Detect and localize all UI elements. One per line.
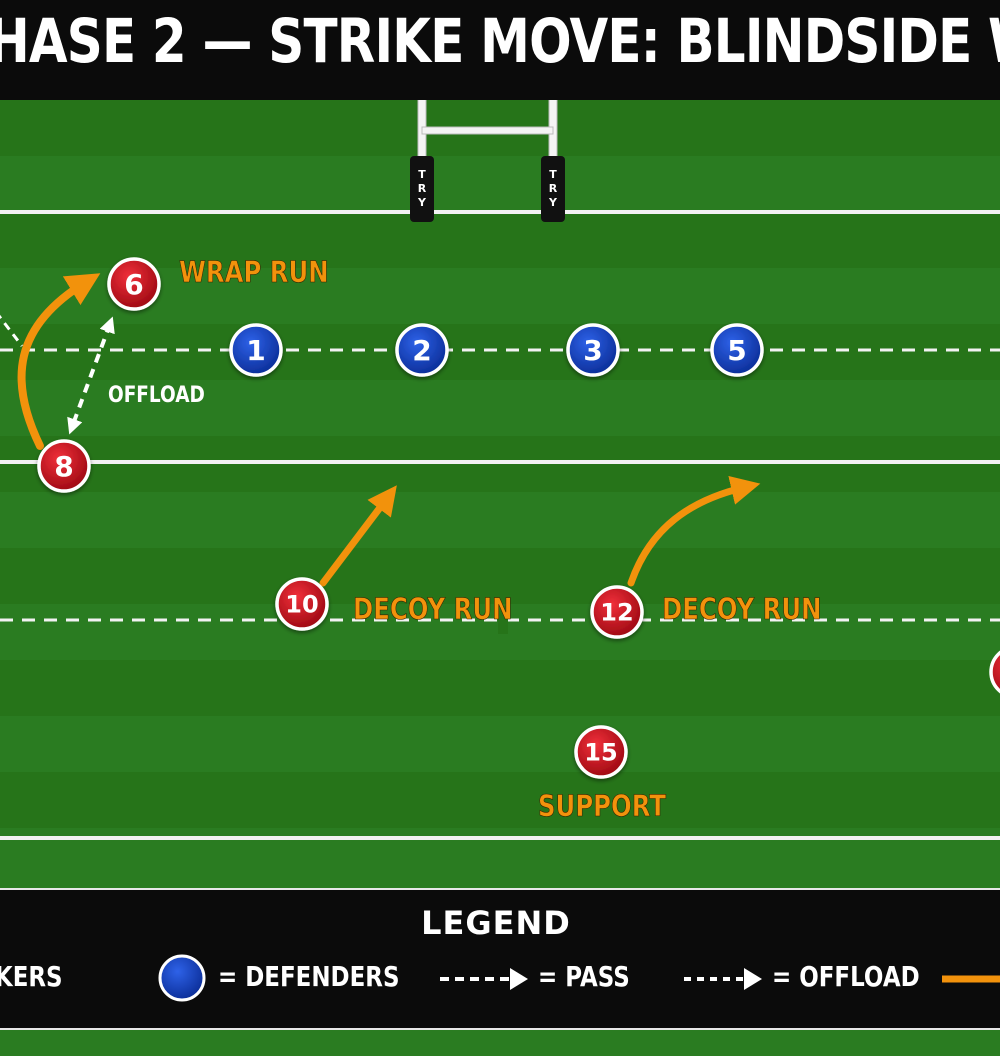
defender-3: 3 [566, 323, 620, 377]
attacker-10: 10 [275, 577, 329, 631]
defender-2-marker [395, 323, 449, 377]
attacker-12: 12 [590, 585, 644, 639]
goal-posts: T R Y T R Y [410, 95, 565, 222]
legend: LEGEND = ATTACKERS = DEFENDERS = PASS = … [0, 888, 1000, 1030]
attacker-8-number: 8 [54, 450, 73, 483]
attacker-8: 8 [37, 439, 91, 493]
defender-1-number: 1 [246, 334, 265, 367]
label-wrap-run: WRAP RUN [179, 256, 329, 290]
post-pad-right [541, 156, 565, 222]
post-pad-text-left: T [418, 168, 426, 181]
attacker-12-number: 12 [600, 599, 633, 627]
legend-offload-label: = OFFLOAD [772, 960, 920, 993]
attacker-6: 6 [107, 257, 161, 311]
defender-3-marker [566, 323, 620, 377]
attacker-15: 15 [574, 725, 628, 779]
legend-offload-swatch [684, 968, 762, 990]
attacker-15-marker [574, 725, 628, 779]
legend-attackers-label: = ATTACKERS [0, 960, 63, 993]
attacker-12-marker [590, 585, 644, 639]
post-pad-text-left-2: R [418, 182, 427, 195]
defender-2: 2 [395, 323, 449, 377]
wrap-run-route [17, 273, 101, 450]
post-pad-text-right: T [549, 168, 557, 181]
attacker-6-marker [107, 257, 161, 311]
decoy-run-route-12 [627, 476, 761, 587]
attacker-15-number: 15 [584, 739, 617, 767]
decoy-run-route-10 [319, 485, 397, 587]
defender-5: 5 [710, 323, 764, 377]
label-decoy-run-10: DECOY RUN [353, 593, 513, 627]
post-pad-text-left-3: Y [417, 196, 427, 209]
legend-defender-swatch [158, 954, 206, 1002]
legend-pass-swatch [440, 968, 528, 990]
pass-route-stub [0, 314, 24, 347]
legend-run-swatch [942, 975, 1000, 983]
legend-pass-label: = PASS [538, 960, 630, 993]
post-pad-text-right-2: R [549, 182, 558, 195]
post-pad-left [410, 156, 434, 222]
defender-5-marker [710, 323, 764, 377]
legend-defenders-label: = DEFENDERS [218, 960, 400, 993]
attacker-10-marker [275, 577, 329, 631]
offload-route [67, 316, 115, 435]
label-offload: OFFLOAD [108, 381, 205, 407]
attacker-10-number: 10 [285, 591, 318, 619]
defender-5-number: 5 [727, 334, 746, 367]
attacker-6-number: 6 [124, 268, 143, 301]
attacker-8-marker [37, 439, 91, 493]
title-banner: PHASE 2 — STRIKE MOVE: BLINDSIDE WRAP [0, 0, 1000, 100]
label-decoy-run-12: DECOY RUN [662, 593, 822, 627]
pitch-lines [0, 210, 1000, 840]
defender-1: 1 [229, 323, 283, 377]
defender-3-number: 3 [583, 334, 602, 367]
page-title: PHASE 2 — STRIKE MOVE: BLINDSIDE WRAP [0, 6, 1000, 77]
routes [0, 273, 761, 587]
defender-1-marker [229, 323, 283, 377]
attacker-offscreen-marker [989, 650, 1000, 694]
post-pad-text-right-3: Y [548, 196, 558, 209]
legend-title: LEGEND [421, 904, 571, 942]
label-support: SUPPORT [538, 790, 667, 824]
play-labels: WRAP RUN OFFLOAD DECOY RUN DECOY RUN SUP… [108, 256, 822, 824]
defender-2-number: 2 [412, 334, 431, 367]
